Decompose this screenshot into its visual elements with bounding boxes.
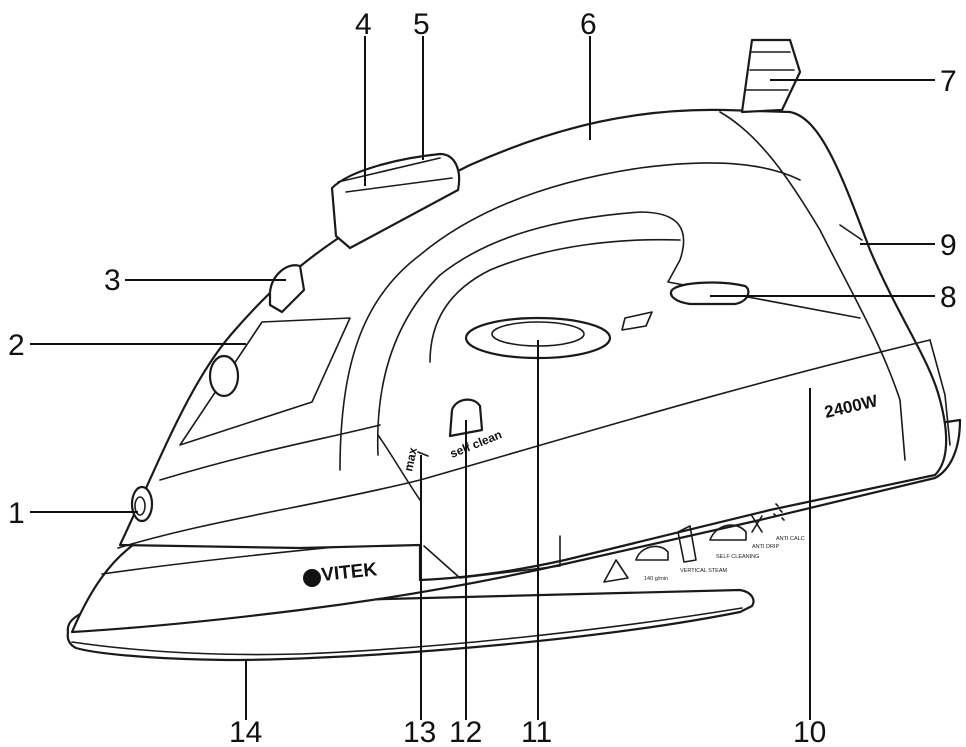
anti-calc-label: ANTI CALC bbox=[776, 536, 805, 542]
anti-drip-label: ANTI DRIP bbox=[752, 544, 780, 550]
callout-numbers: 1 2 3 4 5 6 7 8 9 10 11 12 13 14 bbox=[8, 8, 957, 747]
cord-swivel bbox=[740, 38, 802, 114]
callout-1: 1 bbox=[8, 497, 25, 530]
self-clean-button bbox=[448, 398, 484, 438]
self-cleaning-label: SELF CLEANING bbox=[716, 554, 759, 560]
callout-13: 13 bbox=[403, 716, 436, 747]
feature-icons: 140 g/min VERTICAL STEAM SELF CLEANING A… bbox=[603, 503, 805, 583]
callout-12: 12 bbox=[449, 716, 482, 747]
callout-leaders bbox=[30, 36, 935, 720]
water-inlet-cap bbox=[208, 354, 240, 398]
callout-11: 11 bbox=[521, 716, 552, 747]
iron-body bbox=[66, 38, 962, 662]
callout-7: 7 bbox=[940, 65, 957, 98]
handle bbox=[339, 162, 801, 471]
callout-3: 3 bbox=[104, 264, 121, 297]
callout-9: 9 bbox=[940, 229, 957, 262]
burst-steam-icon bbox=[635, 545, 669, 561]
callout-14: 14 bbox=[229, 716, 262, 747]
water-max-label: max bbox=[401, 446, 420, 473]
callout-6: 6 bbox=[580, 8, 597, 41]
callout-8: 8 bbox=[940, 281, 957, 314]
vertical-steam-icon bbox=[677, 525, 697, 563]
vertical-steam-label: VERTICAL STEAM bbox=[680, 568, 727, 574]
burst-steam-label: 140 g/min bbox=[644, 576, 668, 582]
hot-surface-icon bbox=[603, 559, 629, 583]
brand-logo-mark bbox=[303, 569, 321, 587]
steam-burst-button bbox=[268, 264, 306, 314]
self-cleaning-icon bbox=[709, 524, 747, 541]
steam-regulator bbox=[669, 281, 750, 306]
callout-5: 5 bbox=[413, 8, 430, 41]
callout-4: 4 bbox=[355, 8, 372, 41]
anti-calc-icon bbox=[773, 503, 785, 521]
spray-button-body bbox=[330, 152, 461, 250]
anti-drip-icon bbox=[751, 515, 763, 533]
callout-10: 10 bbox=[793, 716, 826, 747]
callout-2: 2 bbox=[8, 329, 25, 362]
